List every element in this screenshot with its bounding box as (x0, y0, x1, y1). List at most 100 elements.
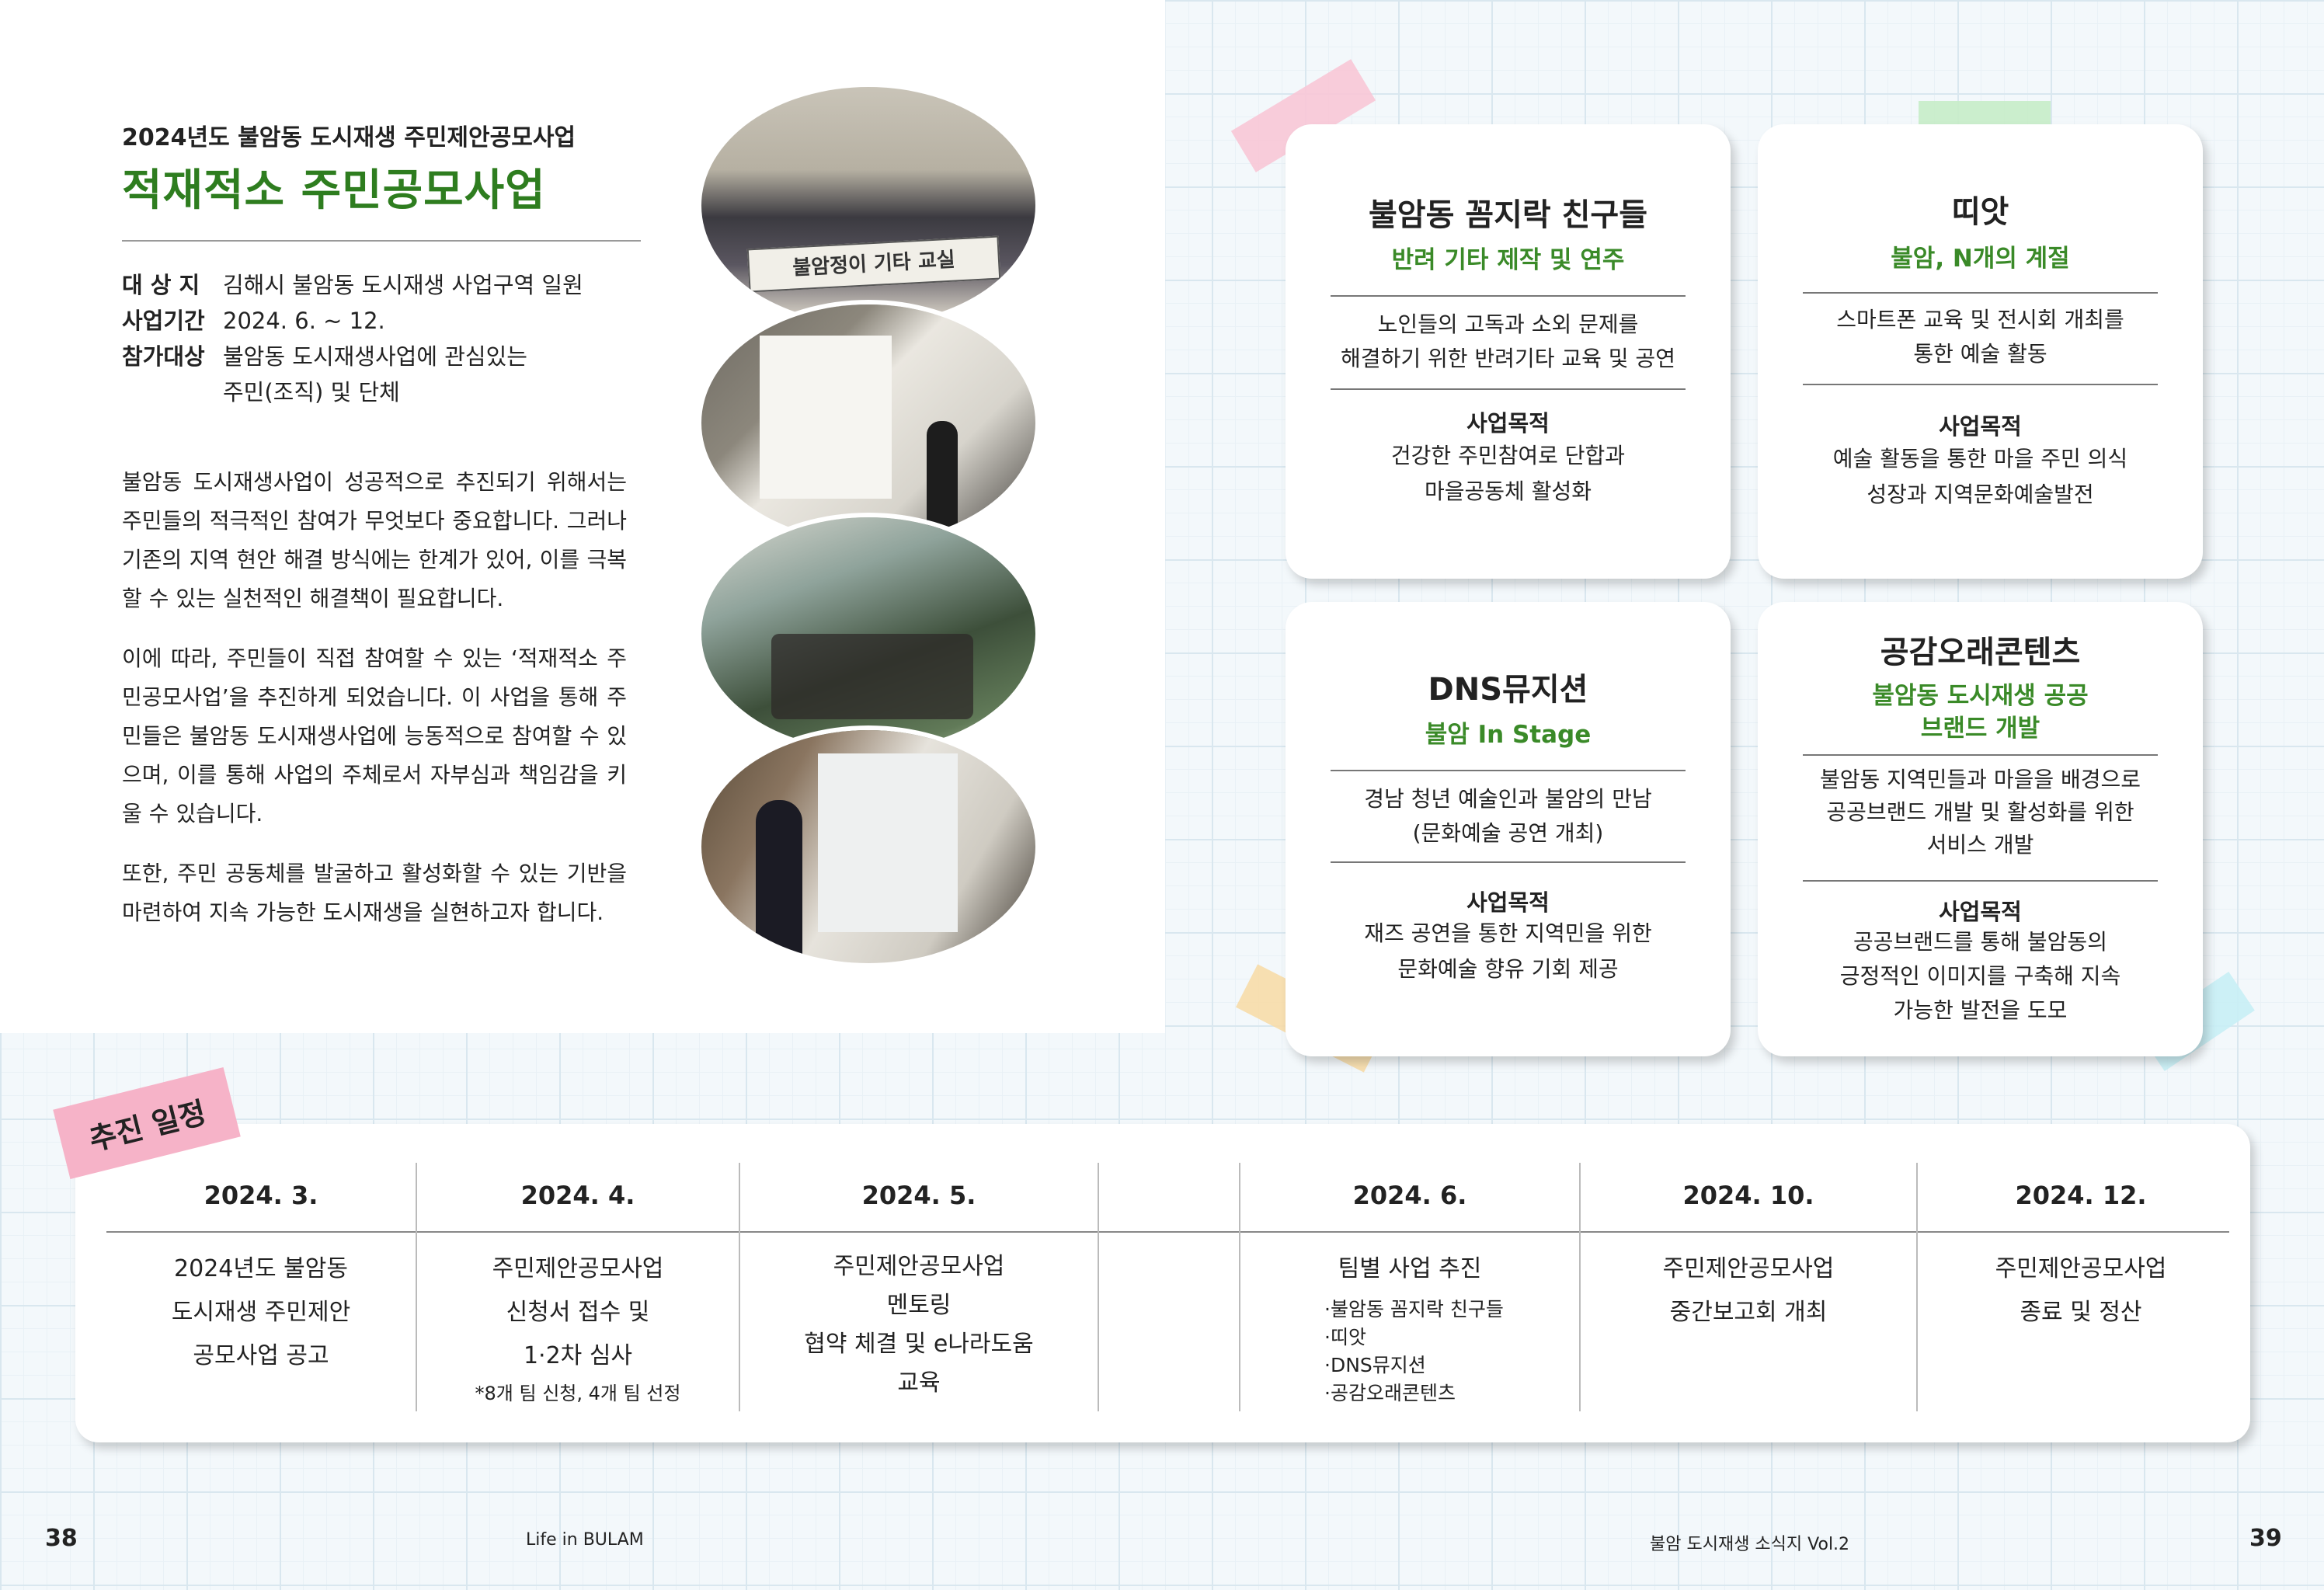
card-goal-line: 마을공동체 활성화 (1425, 478, 1592, 504)
project-card-gomjirak: 불암동 꼼지락 친구들 반려 기타 제작 및 연주 노인들의 고독과 소외 문제… (1286, 124, 1731, 579)
schedule-item: 주민제안공모사업 중간보고회 개최 (1581, 1247, 1916, 1334)
card-goal-line: 예술 활동을 통한 마을 주민 의식 (1832, 446, 2128, 471)
info-row-target: 참가대상 불암동 도시재생사업에 관심있는 주민(조직) 및 단체 (122, 339, 527, 410)
info-value-group: 불암동 도시재생사업에 관심있는 주민(조직) 및 단체 (223, 339, 527, 410)
card-desc-line: 스마트폰 교육 및 전시회 개최를 (1836, 307, 2124, 332)
intro-paragraph-2: 이에 따라, 주민들이 직접 참여할 수 있는 ‘적재적소 주민공모사업’을 추… (122, 645, 627, 826)
card-divider (1803, 754, 2158, 756)
schedule-line: 협약 체결 및 e나라도움 (804, 1331, 1034, 1358)
schedule-item: 팀별 사업 추진 ·불암동 꼼지락 친구들 ·띠앗 ·DNS뮤지션 ·공감오래콘… (1240, 1247, 1579, 1407)
card-divider (1803, 880, 2158, 882)
projection-screen (760, 336, 892, 499)
info-value: 2024. 6. ~ 12. (223, 308, 385, 334)
page-number-right: 39 (2249, 1525, 2282, 1552)
schedule-panel (75, 1124, 2250, 1442)
card-goal-title: 사업목적 (1939, 899, 2022, 925)
info-value-cont: 주민(조직) 및 단체 (223, 379, 400, 405)
card-description: 경남 청년 예술인과 불암의 만남 (문화예술 공연 개최) (1301, 782, 1715, 851)
schedule-team-list: ·불암동 꼼지락 친구들 ·띠앗 ·DNS뮤지션 ·공감오래콘텐츠 (1240, 1296, 1579, 1407)
schedule-line: 주민제안공모사업 (492, 1255, 664, 1282)
schedule-line: 신청서 접수 및 (506, 1299, 650, 1326)
info-value: 김해시 불암동 도시재생 사업구역 일원 (223, 272, 583, 298)
whiteboard (818, 753, 958, 932)
card-goal-title: 사업목적 (1466, 410, 1550, 437)
photo-banner: 불암정이 기타 교실 (746, 235, 1001, 293)
schedule-col-divider (1916, 1163, 1918, 1411)
person-figure (756, 800, 802, 963)
project-card-ttiat: 띠앗 불암, N개의 계절 스마트폰 교육 및 전시회 개최를 통한 예술 활동… (1758, 124, 2203, 579)
schedule-line: 주민제안공모사업 (1995, 1255, 2167, 1282)
schedule-line: 중간보고회 개최 (1669, 1299, 1828, 1326)
card-goal-line: 재즈 공연을 통한 지역민을 위한 (1364, 920, 1652, 946)
intro-paragraph-3: 또한, 주민 공동체를 발굴하고 활성화할 수 있는 기반을 마련하여 지속 가… (122, 861, 627, 925)
schedule-line: 종료 및 정산 (2020, 1299, 2142, 1326)
schedule-line: 주민제안공모사업 (833, 1253, 1005, 1280)
card-subtitle: 불암 In Stage (1425, 721, 1592, 749)
card-divider (1331, 770, 1686, 771)
project-kicker: 2024년도 불암동 도시재생 주민제안공모사업 (122, 124, 576, 151)
photo-meeting (701, 730, 1035, 963)
card-subtitle: 불암동 도시재생 공공 브랜드 개발 (1758, 680, 2203, 745)
info-label: 대 상 지 (122, 272, 200, 298)
card-desc-line: 해결하기 위한 반려기타 교육 및 공연 (1341, 346, 1675, 371)
card-subtitle-line: 불암동 도시재생 공공 (1872, 682, 2089, 710)
schedule-header-divider (106, 1231, 2229, 1233)
footer-left-text: Life in BULAM (526, 1530, 644, 1550)
schedule-item: 2024년도 불암동 도시재생 주민제안 공모사업 공고 (106, 1247, 416, 1378)
card-goal-line: 건강한 주민참여로 단합과 (1390, 443, 1626, 468)
card-divider (1331, 295, 1686, 297)
intro-paragraph-1: 불암동 도시재생사업이 성공적으로 추진되기 위해서는 주민들의 적극적인 참여… (122, 469, 627, 611)
card-desc-line: 경남 청년 예술인과 불암의 만남 (1364, 786, 1652, 812)
card-goal-line: 가능한 발전을 도모 (1893, 997, 2068, 1023)
card-goal: 공공브랜드를 통해 불암동의 긍정적인 이미지를 구축해 지속 가능한 발전을 … (1773, 925, 2187, 1028)
card-goal-line: 문화예술 향유 기회 제공 (1397, 956, 1619, 982)
card-desc-line: 공공브랜드 개발 및 활성화를 위한 (1826, 799, 2134, 825)
band-stage (771, 634, 973, 719)
card-description: 불암동 지역민들과 마을을 배경으로 공공브랜드 개발 및 활성화를 위한 서비… (1773, 764, 2187, 861)
schedule-line: 2024년도 불암동 (174, 1255, 348, 1282)
card-subtitle: 반려 기타 제작 및 연주 (1391, 246, 1625, 274)
card-goal-line: 긍정적인 이미지를 구축해 지속 (1839, 963, 2121, 989)
photo-presentation (701, 304, 1035, 541)
project-card-gonggam: 공감오래콘텐츠 불암동 도시재생 공공 브랜드 개발 불암동 지역민들과 마을을… (1758, 602, 2203, 1056)
card-goal: 재즈 공연을 통한 지역민을 위한 문화예술 향유 기회 제공 (1301, 916, 1715, 987)
card-title: 공감오래콘텐츠 (1880, 635, 2081, 670)
card-title: 불암동 꼼지락 친구들 (1368, 197, 1648, 233)
schedule-note: *8개 팀 신청, 4개 팀 선정 (475, 1383, 681, 1404)
schedule-line: 주민제안공모사업 (1662, 1255, 1835, 1282)
project-card-dns: DNS뮤지션 불암 In Stage 경남 청년 예술인과 불암의 만남 (문화… (1286, 602, 1731, 1056)
card-goal-line: 공공브랜드를 통해 불암동의 (1853, 929, 2107, 955)
page-number-left: 38 (45, 1525, 78, 1552)
schedule-date: 2024. 5. (861, 1181, 976, 1210)
info-row-period: 사업기간 2024. 6. ~ 12. (122, 303, 385, 339)
schedule-date: 2024. 3. (204, 1181, 318, 1210)
presenter-figure (927, 421, 958, 538)
schedule-team: ·공감오래콘텐츠 (1324, 1382, 1456, 1404)
schedule-date: 2024. 6. (1352, 1181, 1467, 1210)
schedule-line: 공모사업 공고 (193, 1342, 329, 1369)
schedule-item: 주민제안공모사업 신청서 접수 및 1·2차 심사 *8개 팀 신청, 4개 팀… (417, 1247, 739, 1409)
schedule-col-divider (739, 1163, 740, 1411)
schedule-line: 1·2차 심사 (523, 1342, 633, 1369)
title-divider (122, 240, 641, 242)
card-title: DNS뮤지션 (1428, 672, 1588, 708)
schedule-col-divider (416, 1163, 417, 1411)
schedule-col-divider (1239, 1163, 1240, 1411)
card-divider (1331, 388, 1686, 390)
card-subtitle-line: 브랜드 개발 (1920, 715, 2040, 743)
schedule-line: 팀별 사업 추진 (1338, 1255, 1482, 1282)
card-goal: 예술 활동을 통한 마을 주민 의식 성장과 지역문화예술발전 (1773, 441, 2187, 513)
schedule-item: 주민제안공모사업 종료 및 정산 (1918, 1247, 2244, 1334)
card-divider (1803, 292, 2158, 294)
schedule-line: 멘토링 (886, 1292, 952, 1319)
schedule-team: ·불암동 꼼지락 친구들 (1324, 1298, 1504, 1320)
info-label: 참가대상 (122, 343, 205, 370)
card-subtitle: 불암, N개의 계절 (1891, 245, 2070, 273)
schedule-date: 2024. 4. (520, 1181, 635, 1210)
card-divider (1331, 861, 1686, 863)
info-value: 불암동 도시재생사업에 관심있는 (223, 343, 527, 370)
schedule-col-divider (1579, 1163, 1581, 1411)
schedule-line: 도시재생 주민제안 (171, 1299, 351, 1326)
schedule-date: 2024. 10. (1682, 1181, 1814, 1210)
card-desc-line: 불암동 지역민들과 마을을 배경으로 (1819, 767, 2141, 792)
